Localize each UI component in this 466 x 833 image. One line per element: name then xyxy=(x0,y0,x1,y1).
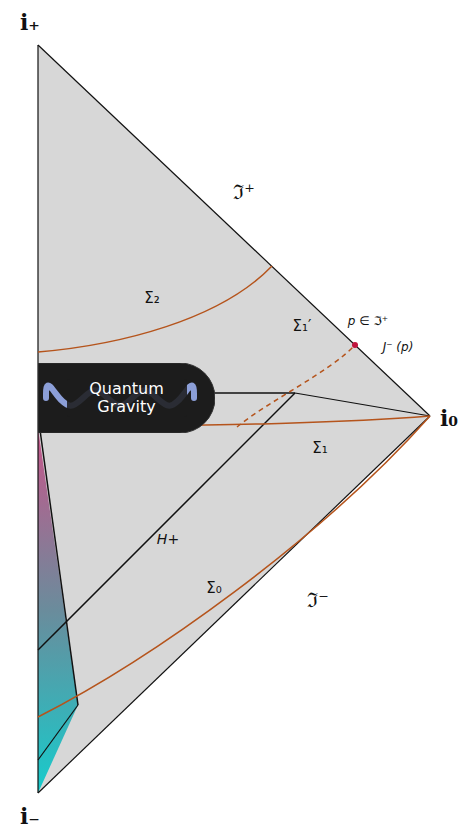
diagram-label: H+ xyxy=(157,532,179,547)
cauchy-surface xyxy=(38,266,272,352)
diagram-label: i₀ xyxy=(440,406,458,430)
diagram-label: p ∈ ℑ⁺ xyxy=(348,315,388,328)
horizon-line xyxy=(295,393,430,416)
future-null-infinity xyxy=(38,45,430,416)
region-outline xyxy=(38,363,215,433)
point-marker xyxy=(352,342,358,348)
star-surface xyxy=(40,430,78,705)
diagram-label: i₋ xyxy=(20,804,40,828)
dashed-surface xyxy=(237,345,355,427)
diagram-label: Σ₁ xyxy=(312,440,328,457)
cauchy-surface xyxy=(38,416,430,717)
region-label: Quantum Gravity xyxy=(67,379,187,418)
diagram-label: Σ₂ xyxy=(144,290,160,307)
diagram-label: i₊ xyxy=(20,10,40,34)
diagram-label: J⁻ (p) xyxy=(383,341,414,354)
collapsing-star xyxy=(38,428,78,793)
diagram-label: Σ₁′ xyxy=(293,318,312,335)
quantum-gravity-region: Quantum Gravity xyxy=(38,363,215,433)
diagram-label: ℑ⁻ xyxy=(307,589,329,611)
diagram-label: ℑ⁺ xyxy=(233,181,255,203)
past-null-infinity xyxy=(38,416,430,793)
spacetime-region xyxy=(38,45,430,793)
diagram-label: Σ₀ xyxy=(206,580,222,597)
